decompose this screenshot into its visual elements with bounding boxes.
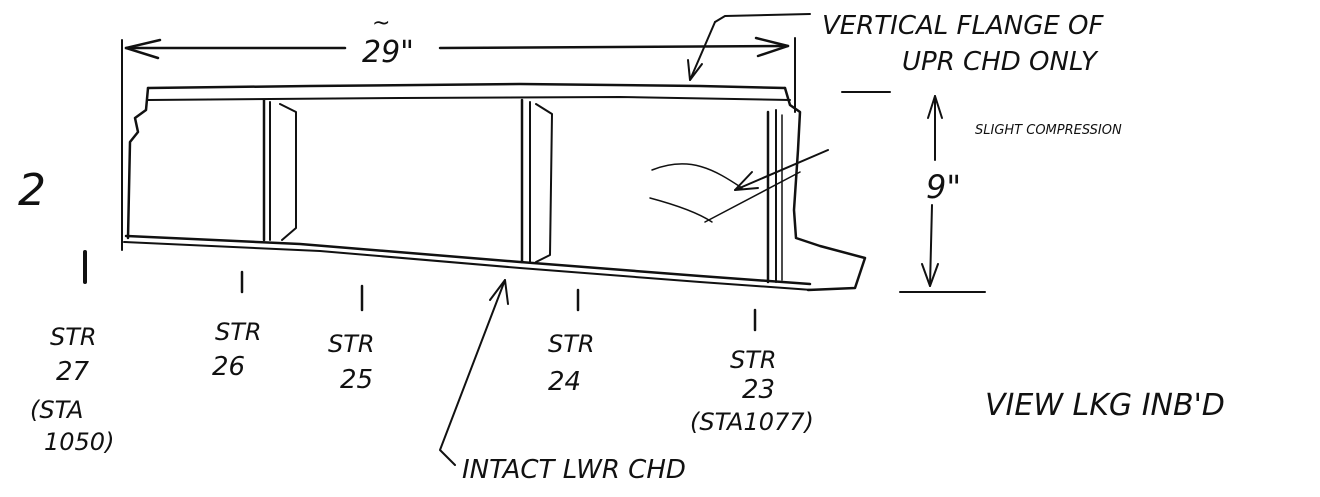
compression-line-1: [651, 163, 743, 189]
stringer-station-line-2: 1050): [44, 428, 114, 456]
stringer-label: STR: [50, 323, 97, 351]
compression-leader: [734, 149, 829, 191]
stiffener-1-flange: [279, 103, 297, 241]
lower-chord-bottom-line: [123, 241, 813, 291]
height-arrow-top-head: [927, 95, 943, 119]
stiffeners: [262, 98, 783, 284]
width-arrow-left-head: [124, 38, 162, 60]
compression-callout: SLIGHT COMPRESSION: [975, 123, 1122, 138]
panel-right-edge: [783, 86, 867, 292]
height-label: 9": [926, 168, 961, 206]
compression-marks: [649, 149, 829, 223]
stringer-str25: STR 25: [328, 284, 375, 395]
compression-leader-head: [734, 171, 759, 191]
compression-line-3: [704, 171, 801, 223]
stringer-label: STR: [328, 330, 375, 358]
flange-callout-arrow-head: [687, 59, 703, 81]
upper-chord-bottom-line: [147, 96, 791, 101]
flange-callout-leader: [689, 21, 716, 81]
stringer-str23: STR 23 (STA1077): [690, 308, 814, 436]
stringer-number: 27: [56, 357, 90, 387]
width-dimension: ~ 29": [121, 11, 796, 251]
lower-chord-leader: [439, 279, 506, 466]
lower-chord-arrow-head: [489, 279, 509, 305]
height-arrow-bottom-head: [921, 263, 939, 287]
stringer-str24: STR 24: [548, 288, 595, 397]
stringer-number: 24: [548, 367, 581, 397]
height-arrow-bottom-shaft: [929, 204, 933, 287]
lower-chord-callout: INTACT LWR CHD: [439, 279, 686, 485]
stiffener-2-flange: [535, 103, 553, 263]
width-arrow-right-shaft: [438, 44, 790, 50]
stringer-str26: STR 26: [212, 270, 262, 382]
stringer-label: STR: [730, 346, 777, 374]
flange-callout-line-1: VERTICAL FLANGE OF: [822, 11, 1105, 41]
compression-callout-label: SLIGHT COMPRESSION: [975, 123, 1122, 138]
stringer-label: STR: [548, 330, 595, 358]
width-approx-mark: ~: [372, 11, 390, 36]
lower-chord-callout-label: INTACT LWR CHD: [462, 455, 686, 485]
view-label: VIEW LKG INB'D: [985, 388, 1225, 423]
margin-mark: 2: [18, 165, 46, 216]
stringer-station-line-1: (STA1077): [690, 408, 814, 436]
vertical-flange-callout: VERTICAL FLANGE OF UPR CHD ONLY: [687, 11, 1105, 81]
panel: [123, 82, 867, 292]
panel-left-edge: [126, 86, 150, 240]
lower-chord-top-line: [124, 234, 812, 286]
compression-line-2: [649, 197, 713, 223]
stringer-str27: STR 27 (STA 1050): [30, 250, 114, 456]
flange-callout-leader-top: [714, 13, 811, 23]
stringer-label: STR: [215, 318, 262, 346]
upper-chord-top-line: [146, 82, 787, 90]
stringer-station-line-1: (STA: [30, 396, 83, 424]
stringer-number: 25: [340, 365, 373, 395]
stringer-number: 26: [212, 352, 245, 382]
height-dimension: 9": [841, 91, 986, 293]
flange-callout-line-2: UPR CHD ONLY: [902, 47, 1099, 77]
width-label: 29": [362, 35, 414, 70]
stringer-number: 23: [742, 375, 775, 405]
width-arrow-right-head: [754, 36, 790, 58]
